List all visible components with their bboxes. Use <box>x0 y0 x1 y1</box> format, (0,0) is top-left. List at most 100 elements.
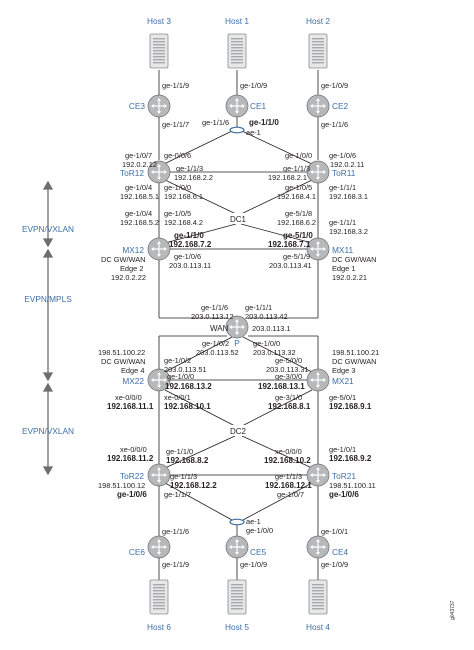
svg-text:192.168.7.1: 192.168.7.1 <box>268 240 311 249</box>
svg-text:Host 5: Host 5 <box>225 622 249 632</box>
svg-text:192.168.12.1: 192.168.12.1 <box>265 481 312 490</box>
host-6: Host 6 <box>147 579 171 632</box>
device-name-mx22: MX22 <box>122 376 144 386</box>
svg-text:192.168.5.2: 192.168.5.2 <box>120 218 159 227</box>
svg-text:203.0.113.41: 203.0.113.41 <box>269 261 312 270</box>
svg-text:ge-1/1/0: ge-1/1/0 <box>166 447 193 456</box>
router-mx12-icon <box>147 237 171 261</box>
server-icon <box>227 33 247 69</box>
svg-text:192.168.7.2: 192.168.7.2 <box>169 240 212 249</box>
svg-text:ge-1/1/3: ge-1/1/3 <box>275 472 302 481</box>
svg-text:ge-1/1/1: ge-1/1/1 <box>329 183 356 192</box>
svg-text:203.0.113.42: 203.0.113.42 <box>245 312 288 321</box>
figure-id: g043737 <box>450 600 456 620</box>
svg-text:DC GW/WAN: DC GW/WAN <box>101 255 145 264</box>
svg-text:ge-1/0/1: ge-1/0/1 <box>329 445 356 454</box>
svg-text:ge-1/0/7: ge-1/0/7 <box>125 151 152 160</box>
svg-text:192.168.5.1: 192.168.5.1 <box>120 192 159 201</box>
svg-text:Host 3: Host 3 <box>147 16 171 26</box>
device-name-mx12: MX12 <box>122 245 144 255</box>
svg-text:192.168.6.2: 192.168.6.2 <box>277 218 316 227</box>
svg-text:203.0.113.12: 203.0.113.12 <box>191 312 234 321</box>
router-ce2-icon <box>306 94 330 118</box>
svg-text:ae-1: ae-1 <box>246 128 261 137</box>
svg-text:192.168.3.1: 192.168.3.1 <box>329 192 368 201</box>
svg-text:198.51.100.22: 198.51.100.22 <box>98 348 145 357</box>
device-name-ce5: CE5 <box>250 547 267 557</box>
svg-text:ge-1/1/6: ge-1/1/6 <box>202 118 229 127</box>
device-name-ce4: CE4 <box>332 547 349 557</box>
svg-text:192.168.9.2: 192.168.9.2 <box>329 454 372 463</box>
svg-text:ge-1/1/7: ge-1/1/7 <box>162 120 189 129</box>
svg-text:ge-1/0/9: ge-1/0/9 <box>321 560 348 569</box>
svg-text:ge-1/0/5: ge-1/0/5 <box>164 209 191 218</box>
svg-text:198.51.100.11: 198.51.100.11 <box>329 481 376 490</box>
svg-text:192.168.13.1: 192.168.13.1 <box>258 382 305 391</box>
svg-text:192.168.11.1: 192.168.11.1 <box>107 402 154 411</box>
svg-text:ge-1/0/6: ge-1/0/6 <box>329 151 356 160</box>
device-name-ce2: CE2 <box>332 101 349 111</box>
svg-text:DC GW/WAN: DC GW/WAN <box>332 357 376 366</box>
svg-text:ge-3/0/0: ge-3/0/0 <box>275 372 302 381</box>
side-bracket-evpn-vxlan-bottom: EVPN/VXLAN <box>22 382 74 476</box>
svg-text:ge-1/1/6: ge-1/1/6 <box>321 120 348 129</box>
svg-text:xe-0/0/0: xe-0/0/0 <box>120 445 147 454</box>
device-name-mx21: MX21 <box>332 376 354 386</box>
svg-text:203.0.113.52: 203.0.113.52 <box>196 348 239 357</box>
side-bracket-evpn-mpls: EVPN/MPLS <box>24 248 72 382</box>
svg-text:ge-1/1/9: ge-1/1/9 <box>162 81 189 90</box>
svg-text:ae-1: ae-1 <box>246 517 261 526</box>
svg-text:ge-1/0/6: ge-1/0/6 <box>329 490 359 499</box>
svg-text:ge-1/1/3: ge-1/1/3 <box>283 164 310 173</box>
svg-text:ge-1/0/4: ge-1/0/4 <box>125 209 152 218</box>
svg-text:ge-1/1/7: ge-1/1/7 <box>164 490 191 499</box>
router-tor22-icon <box>147 463 171 487</box>
svg-text:ge-1/0/9: ge-1/0/9 <box>240 560 267 569</box>
svg-text:Host 1: Host 1 <box>225 16 249 26</box>
svg-text:192.168.4.2: 192.168.4.2 <box>164 218 203 227</box>
svg-text:192.168.8.1: 192.168.8.1 <box>268 402 311 411</box>
svg-text:ge-1/0/0: ge-1/0/0 <box>167 372 194 381</box>
svg-text:DC GW/WAN: DC GW/WAN <box>332 255 376 264</box>
svg-text:Edge 2: Edge 2 <box>120 264 143 273</box>
svg-text:ge-0/0/6: ge-0/0/6 <box>164 151 191 160</box>
svg-text:ge-1/0/2: ge-1/0/2 <box>164 356 191 365</box>
svg-text:ge-5/0/1: ge-5/0/1 <box>329 393 356 402</box>
svg-text:192.168.8.2: 192.168.8.2 <box>166 456 209 465</box>
server-icon <box>149 579 169 615</box>
zone-dc2: DC2 <box>230 427 247 436</box>
svg-text:DC GW/WAN: DC GW/WAN <box>101 357 145 366</box>
svg-text:xe-0/0/0: xe-0/0/0 <box>115 393 142 402</box>
device-name-ce3: CE3 <box>129 101 146 111</box>
svg-text:ge-1/1/0: ge-1/1/0 <box>174 231 204 240</box>
server-icon <box>308 33 328 69</box>
svg-text:ge-1/0/0: ge-1/0/0 <box>253 339 280 348</box>
svg-text:Edge 4: Edge 4 <box>121 366 144 375</box>
svg-text:192.168.10.1: 192.168.10.1 <box>164 402 211 411</box>
svg-text:xe-0/0/0: xe-0/0/0 <box>275 447 302 456</box>
svg-text:ge-1/1/9: ge-1/1/9 <box>162 560 189 569</box>
svg-text:198.51.100.21: 198.51.100.21 <box>332 348 379 357</box>
svg-text:ge-1/0/0: ge-1/0/0 <box>164 183 191 192</box>
svg-text:xe-0/0/1: xe-0/0/1 <box>164 393 191 402</box>
svg-text:EVPN/MPLS: EVPN/MPLS <box>24 294 72 304</box>
zone-wan: WAN <box>210 324 229 333</box>
router-mx11-icon <box>306 237 330 261</box>
svg-text:192.168.11.2: 192.168.11.2 <box>107 454 154 463</box>
side-bracket-evpn-vxlan-top: EVPN/VXLAN <box>22 180 74 248</box>
svg-text:Host 4: Host 4 <box>306 622 330 632</box>
svg-text:ge-1/0/7: ge-1/0/7 <box>277 490 304 499</box>
svg-text:ge-1/1/1: ge-1/1/1 <box>329 218 356 227</box>
device-name-tor21: ToR21 <box>332 471 356 481</box>
device-name-tor11: ToR11 <box>332 168 356 178</box>
svg-text:203.0.113.1: 203.0.113.1 <box>252 324 291 333</box>
server-icon <box>227 579 247 615</box>
device-name-ce1: CE1 <box>250 101 267 111</box>
svg-text:192.168.13.2: 192.168.13.2 <box>165 382 212 391</box>
zone-dc1: DC1 <box>230 215 247 224</box>
device-name-ce6: CE6 <box>129 547 146 557</box>
svg-text:ge-1/1/6: ge-1/1/6 <box>201 303 228 312</box>
svg-text:192.168.3.2: 192.168.3.2 <box>329 227 368 236</box>
svg-text:Host 6: Host 6 <box>147 622 171 632</box>
